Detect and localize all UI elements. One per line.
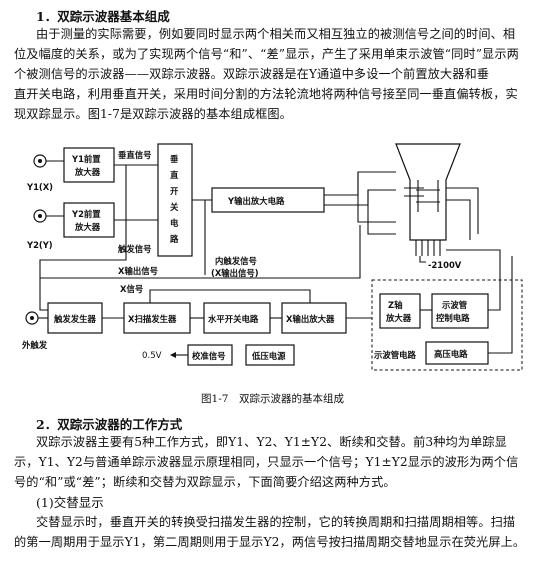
paragraph-line: 位及幅度的关系，或为了实现两个信号“和”、“差”显示，产生了采用单束示波管“同时… bbox=[14, 47, 519, 61]
crt-control-box bbox=[431, 293, 489, 329]
x-signal-label: X信号 bbox=[120, 284, 143, 294]
z-amp-box bbox=[379, 293, 421, 329]
horizontal-switch-label: 水平开关电路 bbox=[207, 314, 259, 324]
crt-control-label-2: 控制电路 bbox=[436, 313, 470, 323]
y2-preamp-label-2: 放大器 bbox=[74, 222, 101, 232]
vertical-switch-box bbox=[157, 143, 193, 257]
calibration-box bbox=[187, 344, 233, 366]
paragraph-line: 示，Y1、Y2与普通单踪示波器显示原理相同，只显示一个信号；Y1±Y2显示的波形… bbox=[14, 455, 519, 469]
y1-input-label: Y1(X) bbox=[26, 182, 53, 192]
section-2-text: 双踪示波器主要有5种工作方式，即Y1、Y2、Y1±Y2、断续和交替。前3种均为单… bbox=[14, 432, 538, 492]
ext-trigger-connector bbox=[25, 311, 39, 325]
y2-input-label: Y2(Y) bbox=[26, 240, 53, 250]
paragraph-line: 直开关电路，利用垂直开关，采用时间分割的方法轮流地将两种信号接至同一垂直偏转板，… bbox=[14, 87, 518, 101]
trigger-generator-box bbox=[47, 302, 103, 334]
vertical-switch-char: 关 bbox=[170, 202, 179, 212]
low-voltage-label: 低压电源 bbox=[251, 351, 286, 361]
y2-input-connector bbox=[33, 209, 47, 223]
vertical-switch-char: 开 bbox=[170, 186, 179, 196]
y-output-amp-label: Y输出放大电路 bbox=[227, 196, 285, 206]
y1-preamp-label-2: 放大器 bbox=[74, 167, 101, 177]
hv-value-label: -2100V bbox=[428, 260, 462, 270]
paragraph-line: 由于测量的实际需要，例如要同时显示两个相关而又相互独立的被测信号之间的时间、相 bbox=[36, 27, 516, 41]
section-1-text: 由于测量的实际需要，例如要同时显示两个相关而又相互独立的被测信号之间的时间、相 … bbox=[14, 24, 538, 124]
paragraph-line: 现双踪显示。图1-7是双踪示波器的基本组成框图。 bbox=[14, 107, 292, 121]
crt-circuit-area bbox=[371, 279, 523, 371]
paragraph-line: 号的“和”或“差”；断续和交替为双踪显示，下面简要介绍这两种方式。 bbox=[14, 475, 396, 489]
vertical-signal-label: 垂直信号 bbox=[118, 150, 152, 160]
paragraph-line: 双踪示波器主要有5种工作方式，即Y1、Y2、Y1±Y2、断续和交替。前3种均为单… bbox=[36, 435, 507, 449]
paragraph-line: 个被测信号的示波器——双踪示波器。双踪示波器是在Y通道中多设一个前置放大器和垂 bbox=[14, 67, 490, 81]
trigger-generator-label: 触发发生器 bbox=[54, 314, 96, 324]
paragraph-line: 的第一周期用于显示Y1，第二周期则用于显示Y2，两信号按扫描周期交替地显示在荧光… bbox=[14, 535, 526, 549]
vertical-switch-char: 电 bbox=[170, 218, 179, 228]
y1-preamp-label-1: Y1前置 bbox=[71, 154, 101, 164]
low-voltage-box bbox=[245, 344, 295, 366]
hv-circuit-label: 高压电路 bbox=[434, 349, 468, 359]
vertical-switch-char: 垂 bbox=[170, 154, 179, 164]
horizontal-switch-box bbox=[203, 302, 271, 334]
voltage-label: 0.5V bbox=[142, 351, 162, 361]
crt-control-label-1: 示波管 bbox=[441, 300, 468, 310]
section-2-heading: 2．双踪示波器的工作方式 bbox=[36, 417, 183, 432]
ext-trigger-label: 外触发 bbox=[21, 340, 48, 350]
vertical-switch-char: 路 bbox=[170, 234, 179, 244]
subsection-heading: (1)交替显示 bbox=[36, 495, 104, 510]
calibration-label: 校准信号 bbox=[192, 351, 226, 361]
x-output-signal-label: X输出信号 bbox=[118, 266, 158, 276]
block-diagram: Y1(X) Y2(Y) 外触发 Y1前置 放大器 Y2前置 放大器 垂 直 开 … bbox=[21, 143, 523, 371]
figure-caption: 图1-7 双踪示波器的基本组成 bbox=[201, 393, 344, 405]
subsection-text: 交替显示时，垂直开关的转换受扫描发生器的控制，它的转换周期和扫描周期相等。扫描 … bbox=[14, 512, 538, 552]
internal-trigger-label-2: (X输出信号) bbox=[211, 268, 259, 278]
internal-trigger-label-1: 内触发信号 bbox=[215, 256, 257, 266]
x-sweep-generator-label: X扫描发生器 bbox=[128, 314, 177, 324]
y2-preamp-label-1: Y2前置 bbox=[71, 209, 101, 219]
z-amp-label-1: Z轴 bbox=[388, 300, 402, 310]
vertical-switch-char: 直 bbox=[170, 170, 179, 180]
crt-circuit-label: 示波管电路 bbox=[373, 350, 416, 360]
x-sweep-generator-box bbox=[123, 302, 191, 334]
paragraph-line: 交替显示时，垂直开关的转换受扫描发生器的控制，它的转换周期和扫描周期相等。扫描 bbox=[36, 515, 516, 529]
x-output-amp-label: X输出放大器 bbox=[286, 314, 335, 324]
section-1-heading: 1．双踪示波器基本组成 bbox=[36, 9, 170, 24]
y2-preamp-box bbox=[63, 202, 115, 238]
z-amp-label-2: 放大器 bbox=[385, 313, 412, 323]
y1-input-connector bbox=[33, 154, 47, 168]
crt-tube bbox=[395, 143, 461, 256]
trigger-signal-label: 触发信号 bbox=[118, 244, 152, 254]
y-output-amp-box bbox=[211, 187, 325, 213]
